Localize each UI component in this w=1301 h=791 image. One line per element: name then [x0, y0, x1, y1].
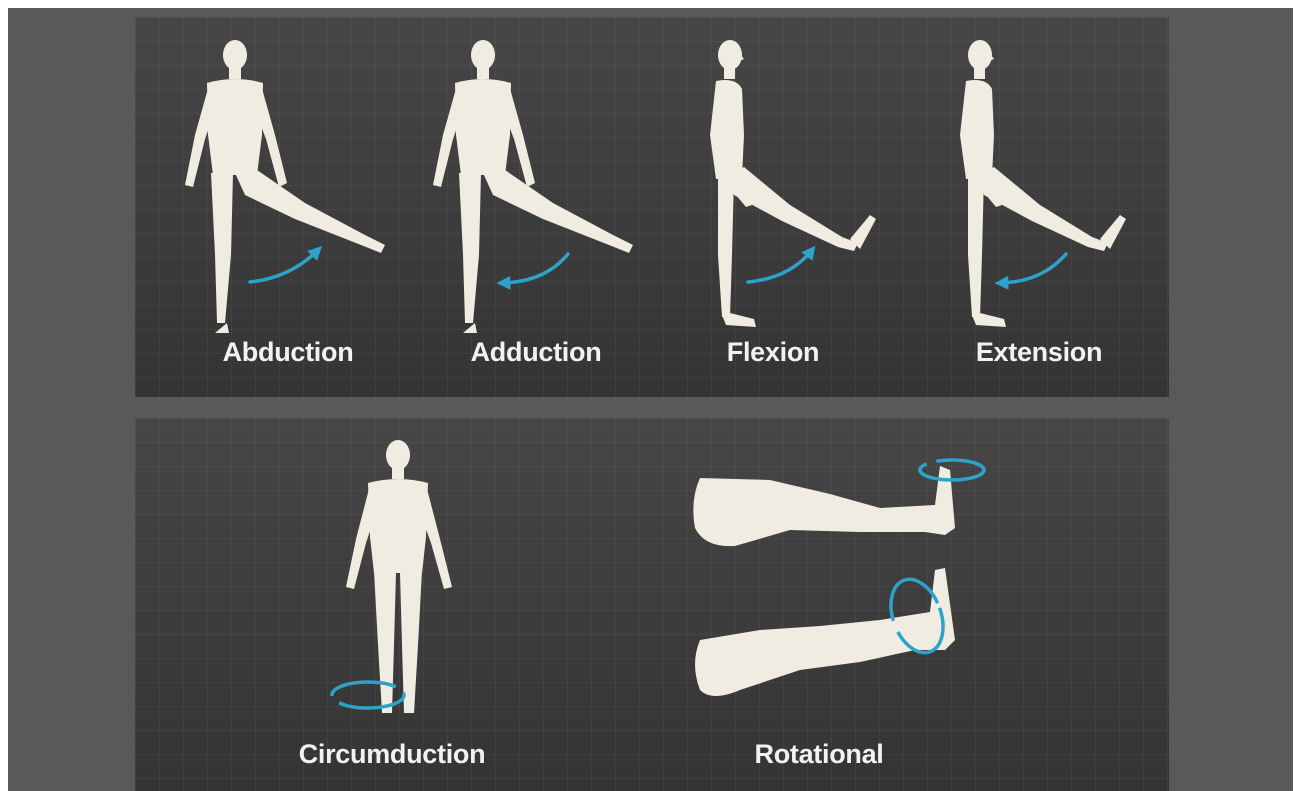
label-flexion: Flexion [727, 337, 819, 368]
extension-figure [960, 40, 1126, 327]
arrow-down-icon [1000, 254, 1066, 283]
arrow-down-icon [502, 254, 568, 283]
label-rotational: Rotational [755, 739, 884, 770]
arrow-up-icon [250, 250, 318, 282]
rotational-leg-top [693, 460, 984, 546]
label-circumduction: Circumduction [299, 739, 486, 770]
rotate-arrow-icon [920, 460, 984, 480]
label-adduction: Adduction [471, 337, 602, 368]
flexion-figure [710, 40, 876, 327]
rotational-leg-bottom [695, 568, 955, 696]
rotate-arrow-icon [332, 682, 404, 708]
adduction-figure [433, 40, 633, 333]
circumduction-figure [332, 440, 452, 713]
abduction-figure [185, 40, 385, 333]
label-extension: Extension [976, 337, 1102, 368]
arrow-up-icon [748, 250, 812, 282]
label-abduction: Abduction [223, 337, 354, 368]
